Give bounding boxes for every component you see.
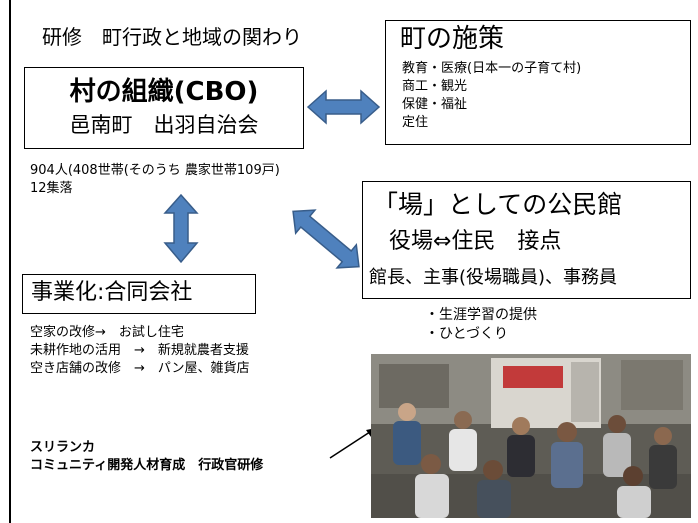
project-item: 空家の改修→ お試し住宅	[30, 325, 184, 340]
policy-box: 町の施策 教育・医療(日本一の子育て村) 商工・観光 保健・福祉 定住	[385, 20, 691, 145]
slide-title: 研修 町行政と地域の関わり	[42, 25, 302, 49]
vertical-double-arrow	[163, 193, 199, 264]
policy-item: 商工・観光	[402, 79, 468, 94]
cbo-title: 村の組織(CBO)	[69, 77, 259, 107]
company-title: 事業化:合同会社	[31, 280, 193, 305]
kominkan-title: 「場」としての公民館	[373, 190, 623, 219]
diagonal-double-arrow	[292, 209, 360, 269]
kominkan-bullet: ・ひとづくり	[425, 326, 509, 342]
settlement-count: 12集落	[30, 181, 73, 196]
kominkan-staff: 館長、主事(役場職員)、事務員	[369, 267, 618, 288]
cbo-box: 村の組織(CBO) 邑南町 出羽自治会	[24, 67, 304, 149]
project-item: 空き店舗の改修 → パン屋、雑貨店	[30, 361, 250, 376]
kominkan-bullet: ・生涯学習の提供	[425, 307, 537, 323]
company-box: 事業化:合同会社	[22, 274, 256, 314]
population-line: 904人(408世帯(そのうち 農家世帯109戸)	[30, 163, 280, 178]
horizontal-double-arrow	[306, 89, 381, 125]
policy-title: 町の施策	[400, 24, 505, 54]
training-caption: コミュニティ開発人材育成 行政官研修	[30, 458, 264, 473]
kominkan-subtitle: 役場⇔住民 接点	[389, 229, 562, 254]
project-item: 未耕作地の活用 → 新規就農者支援	[30, 343, 249, 358]
policy-item: 保健・福祉	[402, 97, 468, 112]
cbo-subtitle: 邑南町 出羽自治会	[69, 113, 259, 137]
kominkan-box: 「場」としての公民館 役場⇔住民 接点 館長、主事(役場職員)、事務員	[362, 181, 691, 299]
meeting-photo	[371, 354, 691, 518]
policy-item: 定住	[402, 115, 429, 130]
srilanka-caption: スリランカ	[30, 440, 96, 455]
policy-item: 教育・医療(日本一の子育て村)	[402, 61, 582, 76]
left-border-line	[9, 0, 11, 523]
